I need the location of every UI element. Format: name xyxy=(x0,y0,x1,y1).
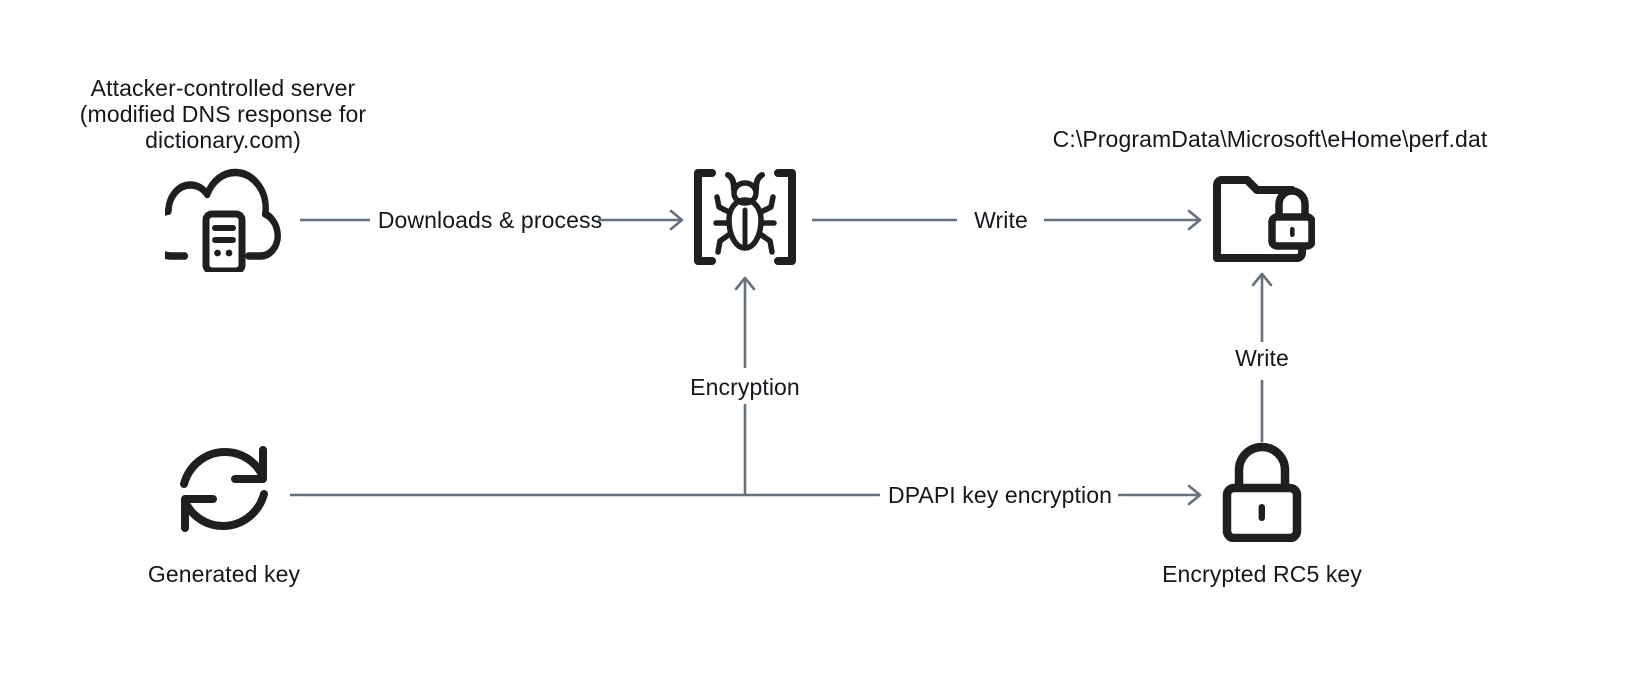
edge-label-write-key-to-file: Write xyxy=(1235,345,1289,371)
folder-lock-icon xyxy=(1212,175,1315,265)
edge-label-encryption: Encryption xyxy=(690,374,800,400)
arrow-write-key-to-file xyxy=(1250,272,1274,442)
arrow-downloads-process xyxy=(300,208,690,232)
arrow-encryption xyxy=(733,276,757,494)
edge-label-dpapi-key-encryption: DPAPI key encryption xyxy=(887,482,1112,508)
padlock-icon xyxy=(1221,442,1303,542)
arrow-dpapi-key-encryption xyxy=(290,483,1202,507)
edge-label-downloads-process: Downloads & process xyxy=(377,207,603,233)
bug-brackets-icon xyxy=(692,168,798,266)
perf-dat-path-label: C:\ProgramData\Microsoft\eHome\perf.dat xyxy=(1052,126,1488,152)
generated-key-label: Generated key xyxy=(147,561,301,587)
cloud-server-icon xyxy=(165,168,281,272)
attacker-server-label: Attacker-controlled server (modified DNS… xyxy=(79,75,367,153)
encrypted-rc5-key-label: Encrypted RC5 key xyxy=(1162,561,1362,587)
edge-label-write-to-file: Write xyxy=(974,207,1028,233)
arrow-write-to-file xyxy=(812,208,1202,232)
refresh-cycle-icon xyxy=(178,443,270,535)
